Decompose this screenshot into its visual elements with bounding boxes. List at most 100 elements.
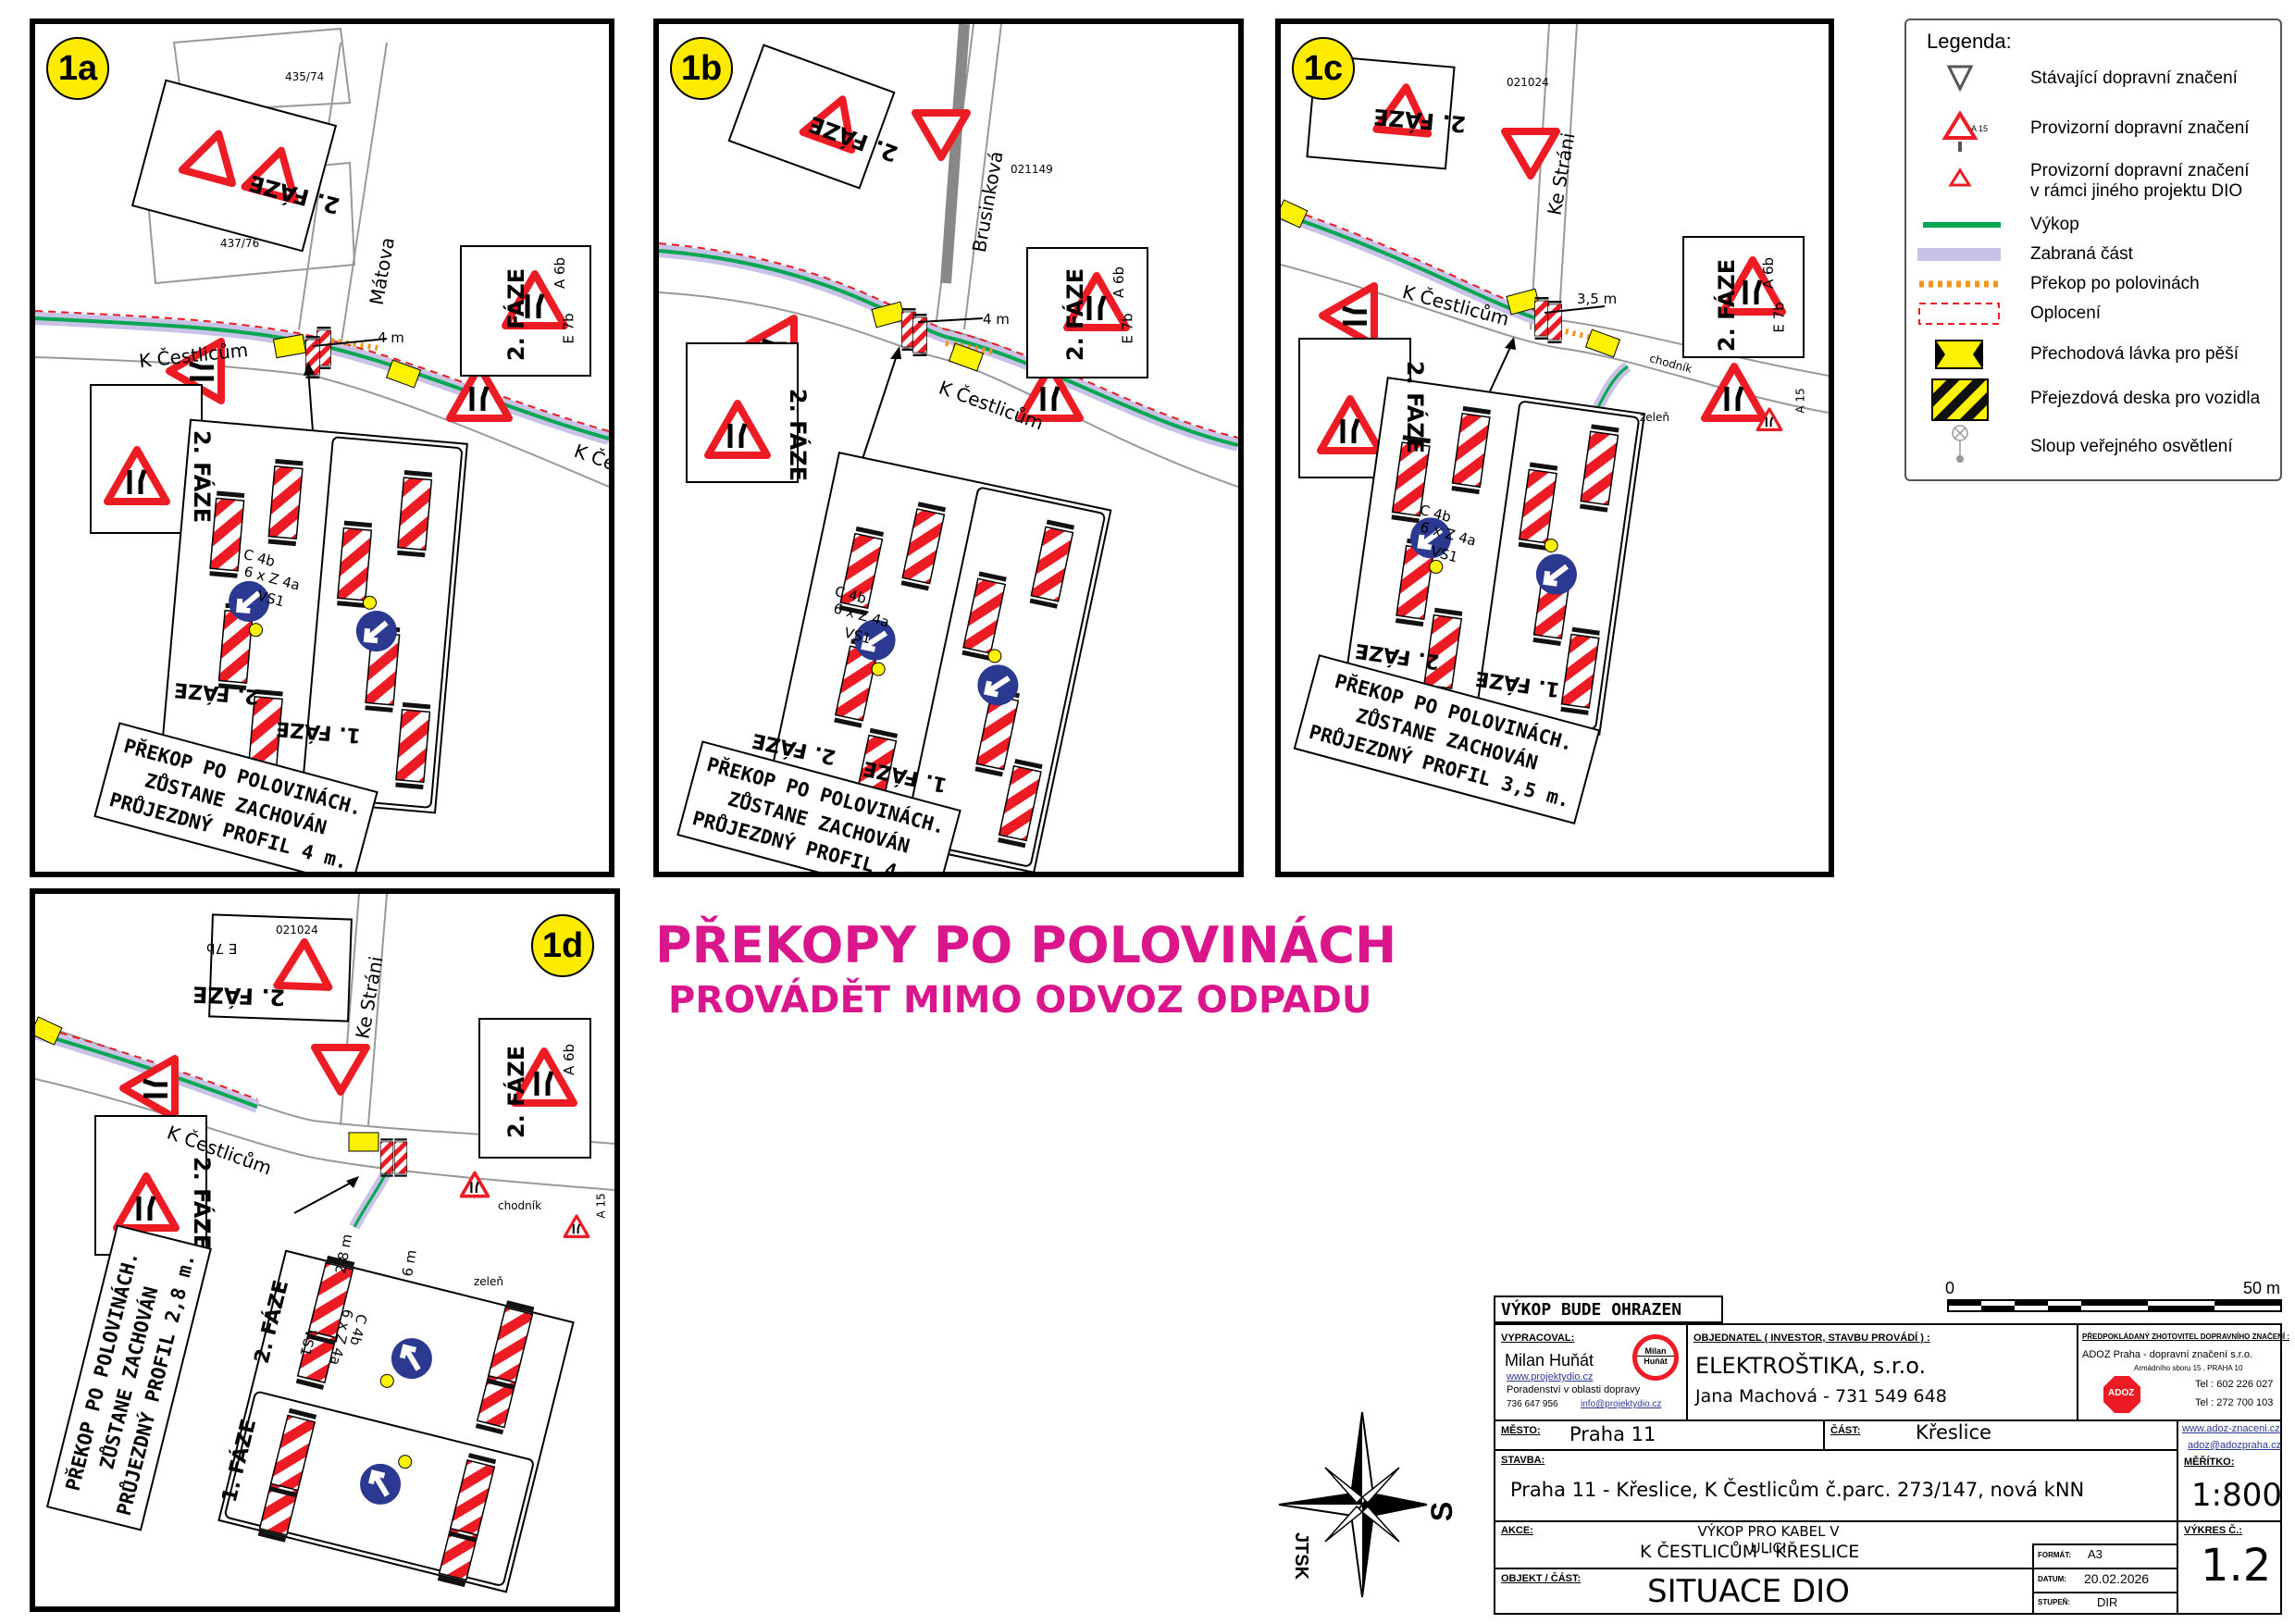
legend-label: Zabraná část — [2030, 244, 2133, 264]
designer-phone: 736 647 956 — [1507, 1399, 1558, 1409]
action-line: VÝKOP PRO KABEL V ULICI — [1697, 1523, 1840, 1556]
node-label: 021024 — [1507, 76, 1549, 89]
sidewalk-label: chodník — [498, 1199, 542, 1212]
width-label: 4 m — [983, 311, 1010, 328]
panel-1b: 1b K Čestlicům Brusinková 021149 4 m 2. … — [653, 19, 1244, 877]
node-label: 021024 — [276, 924, 318, 936]
sign-code: A 6b — [1760, 256, 1778, 290]
panel-badge: 1c — [1292, 37, 1355, 100]
label-objednatel: OBJEDNATEL ( INVESTOR, STAVBU PROVÁDÍ ) … — [1693, 1333, 1930, 1344]
action-line: K ČESTLICŮM - KŘESLICE — [1640, 1542, 1860, 1562]
warning-triangle-small-icon — [1948, 167, 1972, 187]
sign-board-phase: 2. FÁZE — [192, 981, 286, 1010]
contractor-email: adoz@adozpraha.cz — [2188, 1440, 2282, 1451]
drawing-number: 1.2 — [2201, 1540, 2272, 1592]
designer-role: Poradenství v oblasti dopravy — [1507, 1384, 1641, 1395]
sign-code: E 7b — [560, 313, 577, 344]
contractor-web: www.adoz-znaceni.cz — [2182, 1423, 2280, 1434]
greenery-label: zeleň — [1640, 411, 1670, 424]
sign-board-phase: 2. FÁZE — [785, 388, 812, 482]
designer-logo: Milan Huňát — [1632, 1334, 1679, 1381]
label-stavba: STAVBA: — [1501, 1455, 1545, 1466]
district-value: Křeslice — [1916, 1421, 1991, 1444]
width-label: 4 m — [378, 329, 404, 346]
legend-label-line: Provizorní dopravní značení — [2030, 161, 2250, 180]
label-stupen: STUPEŇ: — [2038, 1598, 2071, 1606]
map-1a — [35, 27, 609, 814]
legend-label: Oplocení — [2030, 304, 2102, 323]
sign-code: E 7b — [1770, 302, 1788, 333]
warning-triangle-icon — [1941, 110, 1979, 152]
label-meritko: MĚŘÍTKO: — [2184, 1457, 2235, 1468]
date-value: 20.02.2026 — [2084, 1571, 2150, 1586]
panel-1a: 1a K Čestlicům Mátova K Če 435/74 437/76… — [30, 19, 614, 877]
pedestrian-bridge-icon — [1935, 340, 1983, 369]
parcel-label: 437/76 — [220, 237, 260, 250]
label-cast: ČÁST: — [1830, 1425, 1861, 1436]
designer-email: info@projektydio.cz — [1581, 1399, 1662, 1409]
sign-code: A 6b — [1110, 266, 1128, 299]
contractor-address: Armádního sboru 15 , PRAHA 10 — [2134, 1364, 2243, 1372]
street-lamp-icon — [1952, 425, 1968, 463]
width-label: 3,5 m — [1577, 291, 1618, 307]
sign-board-phase: 2. FÁZE — [189, 1156, 216, 1250]
legend-label: Stávající dopravní značení — [2030, 68, 2238, 88]
sign-code: E 7b — [1119, 313, 1136, 344]
designer-web: www.projektydio.cz — [1507, 1371, 1594, 1382]
sign-code: E 7b — [206, 940, 238, 957]
label-vypracoval: VYPRACOVAL: — [1501, 1333, 1575, 1344]
banner-text: VÝKOP BUDE OHRAZEN — [1501, 1300, 1682, 1320]
title-block: VYPRACOVAL: Milan Huňát www.projektydio.… — [1494, 1323, 2289, 1615]
fence-icon — [1918, 303, 2000, 325]
legend-label: Výkop — [2030, 215, 2079, 234]
legend: Legenda: Stávající dopravní značení A 15… — [1904, 19, 2282, 481]
map-1b — [659, 24, 1238, 872]
sign-board-phase: 2. FÁZE — [189, 429, 216, 524]
label-format: FORMÁT: — [2038, 1551, 2071, 1559]
legend-title: Legenda: — [1927, 30, 2012, 53]
panel-1d: 1d K Čestlicům Ke Stráni 021024 2,8 m 6 … — [30, 888, 620, 1612]
triangle-outline-icon — [1946, 65, 1974, 93]
legend-code: A 15 — [1971, 124, 1989, 133]
sign-code: A 15 — [594, 1193, 608, 1219]
label-vykres: VÝKRES Č.: — [2184, 1525, 2242, 1536]
logo-text: Milan — [1644, 1346, 1667, 1356]
vehicle-plate-icon — [1931, 378, 1989, 421]
panel-badge: 1a — [46, 37, 109, 100]
legend-label: Sloup veřejného osvětlení — [2030, 437, 2233, 456]
contractor-phone: Tel : 272 700 103 — [2195, 1397, 2274, 1408]
panel-1c: 1c K Čestlicům Ke Stráni 021024 3,5 m ch… — [1275, 19, 1834, 877]
legend-label: Překop po polovinách — [2030, 274, 2200, 293]
compass-south-label: S — [1425, 1501, 1459, 1522]
sign-board-phase: 2. FÁZE — [503, 267, 530, 362]
sign-code: A 6b — [552, 256, 569, 290]
client-name: ELEKTROŠTIKA, s.r.o. — [1695, 1353, 1927, 1379]
object-value: SITUACE DIO — [1647, 1573, 1850, 1610]
label-mesto: MĚSTO: — [1501, 1425, 1541, 1436]
node-label: 021149 — [1011, 163, 1053, 176]
label-objekt: OBJEKT / ČÁST: — [1501, 1573, 1582, 1584]
designer-name: Milan Huňát — [1505, 1351, 1594, 1370]
legend-label: Přejezdová deska pro vozidla — [2030, 389, 2261, 408]
occupied-band-icon — [1917, 248, 2001, 261]
sign-board-phase: 2. FÁZE — [1402, 360, 1429, 454]
parcel-label: 435/74 — [285, 70, 325, 83]
contractor-name: ADOZ Praha - dopravní značení s.r.o. — [2082, 1349, 2253, 1360]
sign-board-phase: 2. FÁZE — [1062, 267, 1089, 362]
greenery-label: zeleň — [474, 1275, 504, 1288]
excavation-line-icon — [1923, 222, 2001, 228]
panel-badge: 1d — [531, 914, 594, 977]
client-contact: Jana Machová - 731 549 648 — [1695, 1386, 1947, 1407]
legend-label: Přechodová lávka pro pěší — [2030, 344, 2239, 364]
label-contractor: PŘEDPOKLÁDANÝ ZHOTOVITEL DOPRAVNÍHO ZNAČ… — [2082, 1333, 2290, 1341]
panel-badge: 1b — [670, 37, 733, 100]
construction-value: Praha 11 - Křeslice, K Čestlicům č.parc.… — [1510, 1479, 2085, 1501]
sign-code: A 15 — [1793, 388, 1807, 414]
city-value: Praha 11 — [1569, 1423, 1656, 1445]
compass-label: JTSK — [1291, 1531, 1312, 1581]
sign-board-phase: 2. FÁZE — [1714, 258, 1741, 353]
legend-label: Provizorní dopravní značení v rámci jiné… — [2030, 161, 2250, 202]
label-akce: AKCE: — [1501, 1525, 1533, 1536]
legend-label-line: v rámci jiného projektu DIO — [2030, 181, 2243, 201]
contractor-logo: ADOZ — [2103, 1375, 2141, 1414]
